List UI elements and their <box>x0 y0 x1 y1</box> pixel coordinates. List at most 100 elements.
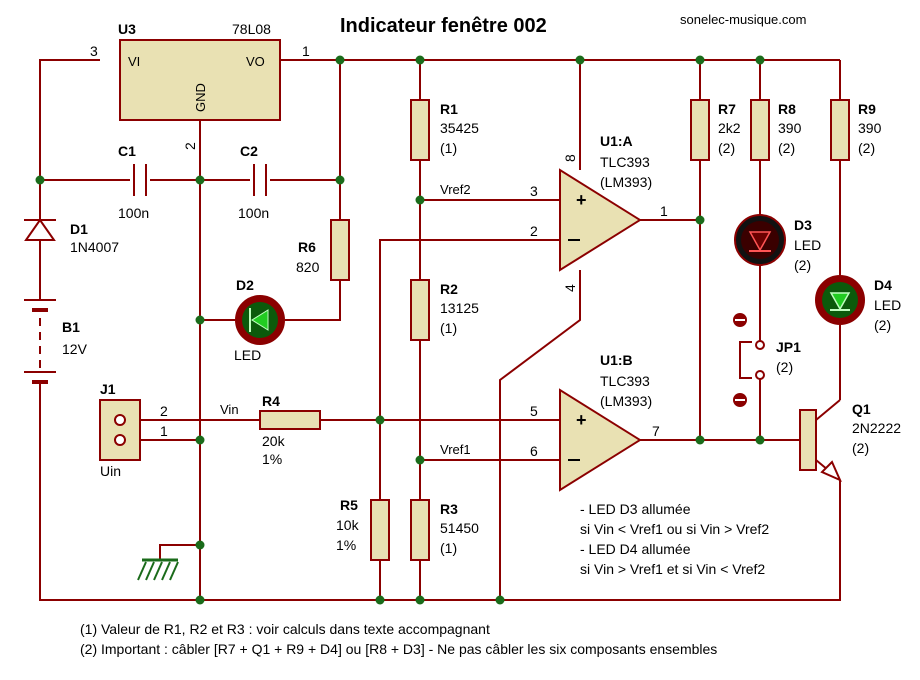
d4-value: LED <box>874 297 901 313</box>
r9-note: (2) <box>858 140 875 156</box>
r8-resistor: R8 390 (2) <box>750 99 802 161</box>
site-label: sonelec-musique.com <box>680 12 806 27</box>
u1b-type: TLC393 <box>600 373 650 389</box>
vref1-net-label: Vref1 <box>440 442 471 457</box>
r7-ref: R7 <box>718 101 736 117</box>
r2-note: (1) <box>440 320 457 336</box>
d4-led: D4 LED (2) <box>815 275 901 333</box>
r6-value: 820 <box>296 259 320 275</box>
q1-transistor: Q1 2N2222 (2) <box>799 401 901 482</box>
c1-value: 100n <box>118 205 149 221</box>
d1-ref: D1 <box>70 221 88 237</box>
r5-resistor: R5 10k 1% <box>336 497 390 561</box>
r4-value: 20k <box>262 433 286 449</box>
c1-capacitor: C1 100n <box>118 143 149 221</box>
r3-value: 51450 <box>440 520 479 536</box>
r6-ref: R6 <box>298 239 316 255</box>
u1a-pin-plus: 3 <box>530 183 538 199</box>
r8-value: 390 <box>778 120 802 136</box>
d1-diode: D1 1N4007 <box>24 218 119 255</box>
j1-connector: J1 Uin 2 1 <box>99 381 168 479</box>
u1a-type: TLC393 <box>600 154 650 170</box>
r3-ref: R3 <box>440 501 458 517</box>
c2-capacitor: C2 100n <box>238 143 269 221</box>
r2-resistor: R2 13125 (1) <box>410 279 479 341</box>
u1a-pin-out: 1 <box>660 203 668 219</box>
r8-note: (2) <box>778 140 795 156</box>
j1-ref: J1 <box>100 381 116 397</box>
r7-resistor: R7 2k2 (2) <box>690 99 741 161</box>
r8-ref: R8 <box>778 101 796 117</box>
u3-vi: VI <box>128 54 140 69</box>
r4-resistor: R4 20k 1% <box>259 393 321 467</box>
u3-pin-out: 1 <box>302 43 310 59</box>
u3-type: 78L08 <box>232 21 271 37</box>
r9-resistor: R9 390 (2) <box>830 99 882 161</box>
d3-value: LED <box>794 237 821 253</box>
r5-value: 10k <box>336 517 360 533</box>
q1-ref: Q1 <box>852 401 871 417</box>
d4-ref: D4 <box>874 277 892 293</box>
d4-note: (2) <box>874 317 891 333</box>
j1-label: Uin <box>100 463 121 479</box>
u1b-plus: + <box>576 410 587 430</box>
jp1-jumper: JP1 (2) <box>733 313 801 407</box>
u1a-pin-gnd: 4 <box>562 284 578 292</box>
j1-body <box>99 399 141 461</box>
u1b-ref: U1:B <box>600 352 633 368</box>
r3-resistor: R3 51450 (1) <box>410 499 479 561</box>
r7-note: (2) <box>718 140 735 156</box>
note-line-1: - LED D3 allumée <box>580 501 691 517</box>
c1-ref: C1 <box>118 143 136 159</box>
d2-led: D2 LED <box>234 277 285 363</box>
d3-led: D3 LED (2) <box>734 214 821 273</box>
vin-net-label: Vin <box>220 402 239 417</box>
b1-ref: B1 <box>62 319 80 335</box>
b1-value: 12V <box>62 341 88 357</box>
r9-value: 390 <box>858 120 882 136</box>
r1-value: 35425 <box>440 120 479 136</box>
j1-pin1: 1 <box>160 423 168 439</box>
note-line-2: si Vin < Vref1 ou si Vin > Vref2 <box>580 521 769 537</box>
u1b-pin-minus: 6 <box>530 443 538 459</box>
r1-note: (1) <box>440 140 457 156</box>
d3-ref: D3 <box>794 217 812 233</box>
u1b-alt: (LM393) <box>600 393 652 409</box>
behavior-notes: - LED D3 allumée si Vin < Vref1 ou si Vi… <box>580 501 769 577</box>
footnote-1: (1) Valeur de R1, R2 et R3 : voir calcul… <box>80 621 490 637</box>
jp1-ref: JP1 <box>776 339 801 355</box>
c2-value: 100n <box>238 205 269 221</box>
r3-note: (1) <box>440 540 457 556</box>
j1-pin2: 2 <box>160 403 168 419</box>
r5-tol: 1% <box>336 537 356 553</box>
u3-pin-gnd: 2 <box>182 142 198 150</box>
u1a-plus: + <box>576 190 587 210</box>
u1a-pin-minus: 2 <box>530 223 538 239</box>
d2-ref: D2 <box>236 277 254 293</box>
u3-pin-in: 3 <box>90 43 98 59</box>
note-line-3: - LED D4 allumée <box>580 541 691 557</box>
q1-value: 2N2222 <box>852 420 901 436</box>
r9-ref: R9 <box>858 101 876 117</box>
r5-ref: R5 <box>340 497 358 513</box>
r7-value: 2k2 <box>718 120 741 136</box>
d2-value: LED <box>234 347 261 363</box>
u3-regulator: U3 78L08 VI VO GND 3 1 2 <box>90 21 310 150</box>
u1b-pin-plus: 5 <box>530 403 538 419</box>
d3-note: (2) <box>794 257 811 273</box>
jp1-note: (2) <box>776 359 793 375</box>
r2-ref: R2 <box>440 281 458 297</box>
u3-ref: U3 <box>118 21 136 37</box>
schematic-title: Indicateur fenêtre 002 <box>340 15 547 37</box>
q1-note: (2) <box>852 440 869 456</box>
r4-tol: 1% <box>262 451 282 467</box>
vref2-net-label: Vref2 <box>440 182 471 197</box>
u1a-alt: (LM393) <box>600 174 652 190</box>
u1a-ref: U1:A <box>600 133 633 149</box>
footnotes: (1) Valeur de R1, R2 et R3 : voir calcul… <box>80 621 717 657</box>
u3-vo: VO <box>246 54 265 69</box>
r2-value: 13125 <box>440 300 479 316</box>
u1a-comparator: + U1:A TLC393 (LM393) 3 2 1 8 4 <box>530 133 668 292</box>
